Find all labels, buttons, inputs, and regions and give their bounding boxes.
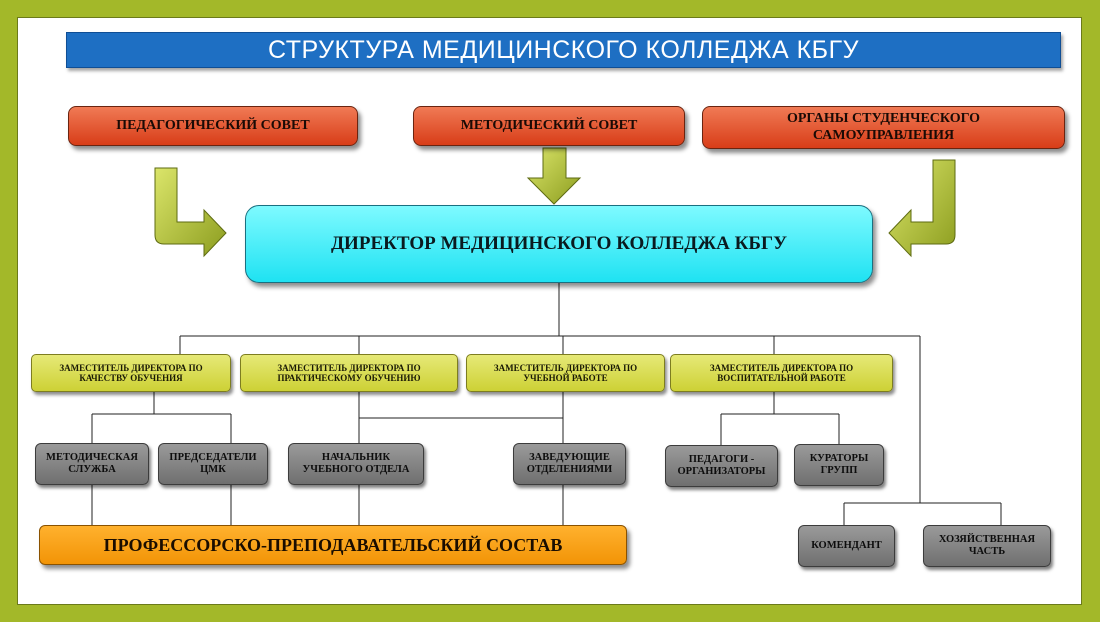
pedagogue-organizers-box: ПЕДАГОГИ - ОРГАНИЗАТОРЫ [665, 445, 778, 487]
household-part-box: ХОЗЯЙСТВЕННАЯ ЧАСТЬ [923, 525, 1051, 567]
arrow-right-icon [888, 159, 956, 258]
page-title: СТРУКТУРА МЕДИЦИНСКОГО КОЛЛЕДЖА КБГУ [66, 32, 1061, 68]
methodical-service-box: МЕТОДИЧЕСКАЯ СЛУЖБА [35, 443, 149, 485]
director-box: ДИРЕКТОР МЕДИЦИНСКОГО КОЛЛЕДЖА КБГУ [245, 205, 873, 283]
deputy-practical-box: ЗАМЕСТИТЕЛЬ ДИРЕКТОРА ПО ПРАКТИЧЕСКОМУ О… [240, 354, 458, 392]
connector-lines [91, 283, 1002, 525]
pedagogical-council-box: ПЕДАГОГИЧЕСКИЙ СОВЕТ [68, 106, 358, 146]
flow-arrows [154, 147, 956, 258]
student-government-box: ОРГАНЫ СТУДЕНЧЕСКОГО САМОУПРАВЛЕНИЯ [702, 106, 1065, 149]
cmc-chairs-box: ПРЕДСЕДАТЕЛИ ЦМК [158, 443, 268, 485]
teaching-staff-box: ПРОФЕССОРСКО-ПРЕПОДАВАТЕЛЬСКИЙ СОСТАВ [39, 525, 627, 565]
academic-department-head-box: НАЧАЛЬНИК УЧЕБНОГО ОТДЕЛА [288, 443, 424, 485]
arrow-left-icon [154, 167, 227, 258]
methodical-council-box: МЕТОДИЧЕСКИЙ СОВЕТ [413, 106, 685, 146]
deputy-educational-box: ЗАМЕСТИТЕЛЬ ДИРЕКТОРА ПО ВОСПИТАТЕЛЬНОЙ … [670, 354, 893, 392]
deputy-academic-box: ЗАМЕСТИТЕЛЬ ДИРЕКТОРА ПО УЧЕБНОЙ РАБОТЕ [466, 354, 665, 392]
comendant-box: КОМЕНДАНТ [798, 525, 895, 567]
diagram-frame: СТРУКТУРА МЕДИЦИНСКОГО КОЛЛЕДЖА КБГУ ПЕД… [17, 17, 1082, 605]
department-heads-box: ЗАВЕДУЮЩИЕ ОТДЕЛЕНИЯМИ [513, 443, 626, 485]
arrow-down-icon [526, 147, 582, 205]
deputy-quality-box: ЗАМЕСТИТЕЛЬ ДИРЕКТОРА ПО КАЧЕСТВУ ОБУЧЕН… [31, 354, 231, 392]
group-curators-box: КУРАТОРЫ ГРУПП [794, 444, 884, 486]
